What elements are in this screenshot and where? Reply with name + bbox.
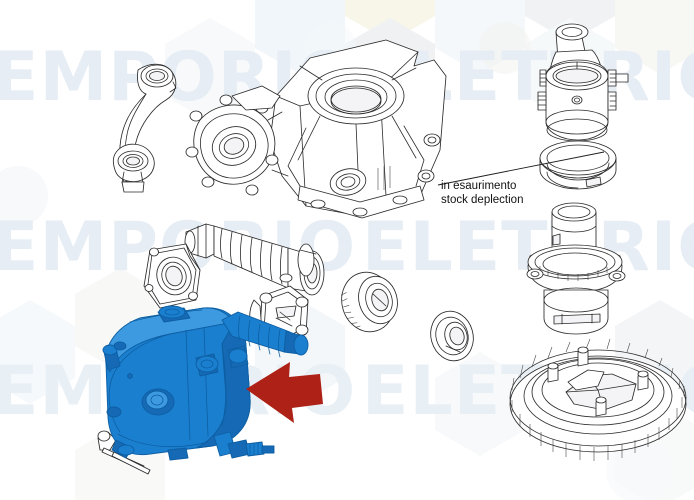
part-clamp-collar — [537, 23, 629, 142]
annotation-line-english: stock deplection — [441, 193, 524, 206]
annotation-text-block: in esaurimento stock deplection — [441, 180, 523, 207]
part-crown-gear — [509, 338, 687, 461]
part-ball-bearing — [430, 310, 474, 362]
part-hub-shaft — [526, 202, 626, 335]
annotation-leader-line — [437, 151, 605, 186]
red-pointer-arrow — [246, 362, 323, 423]
part-mounting-flange — [143, 243, 201, 309]
annotation-line-italian: in esaurimento — [441, 180, 517, 192]
part-release-bracket — [249, 273, 309, 348]
highlighted-blue-gearbox — [102, 305, 309, 461]
part-gearbox-housing — [269, 39, 447, 219]
part-split-ring — [539, 140, 617, 190]
part-side-cover-plate — [185, 85, 289, 196]
part-pinion-gear — [340, 271, 398, 333]
part-crank-arm — [112, 63, 177, 193]
